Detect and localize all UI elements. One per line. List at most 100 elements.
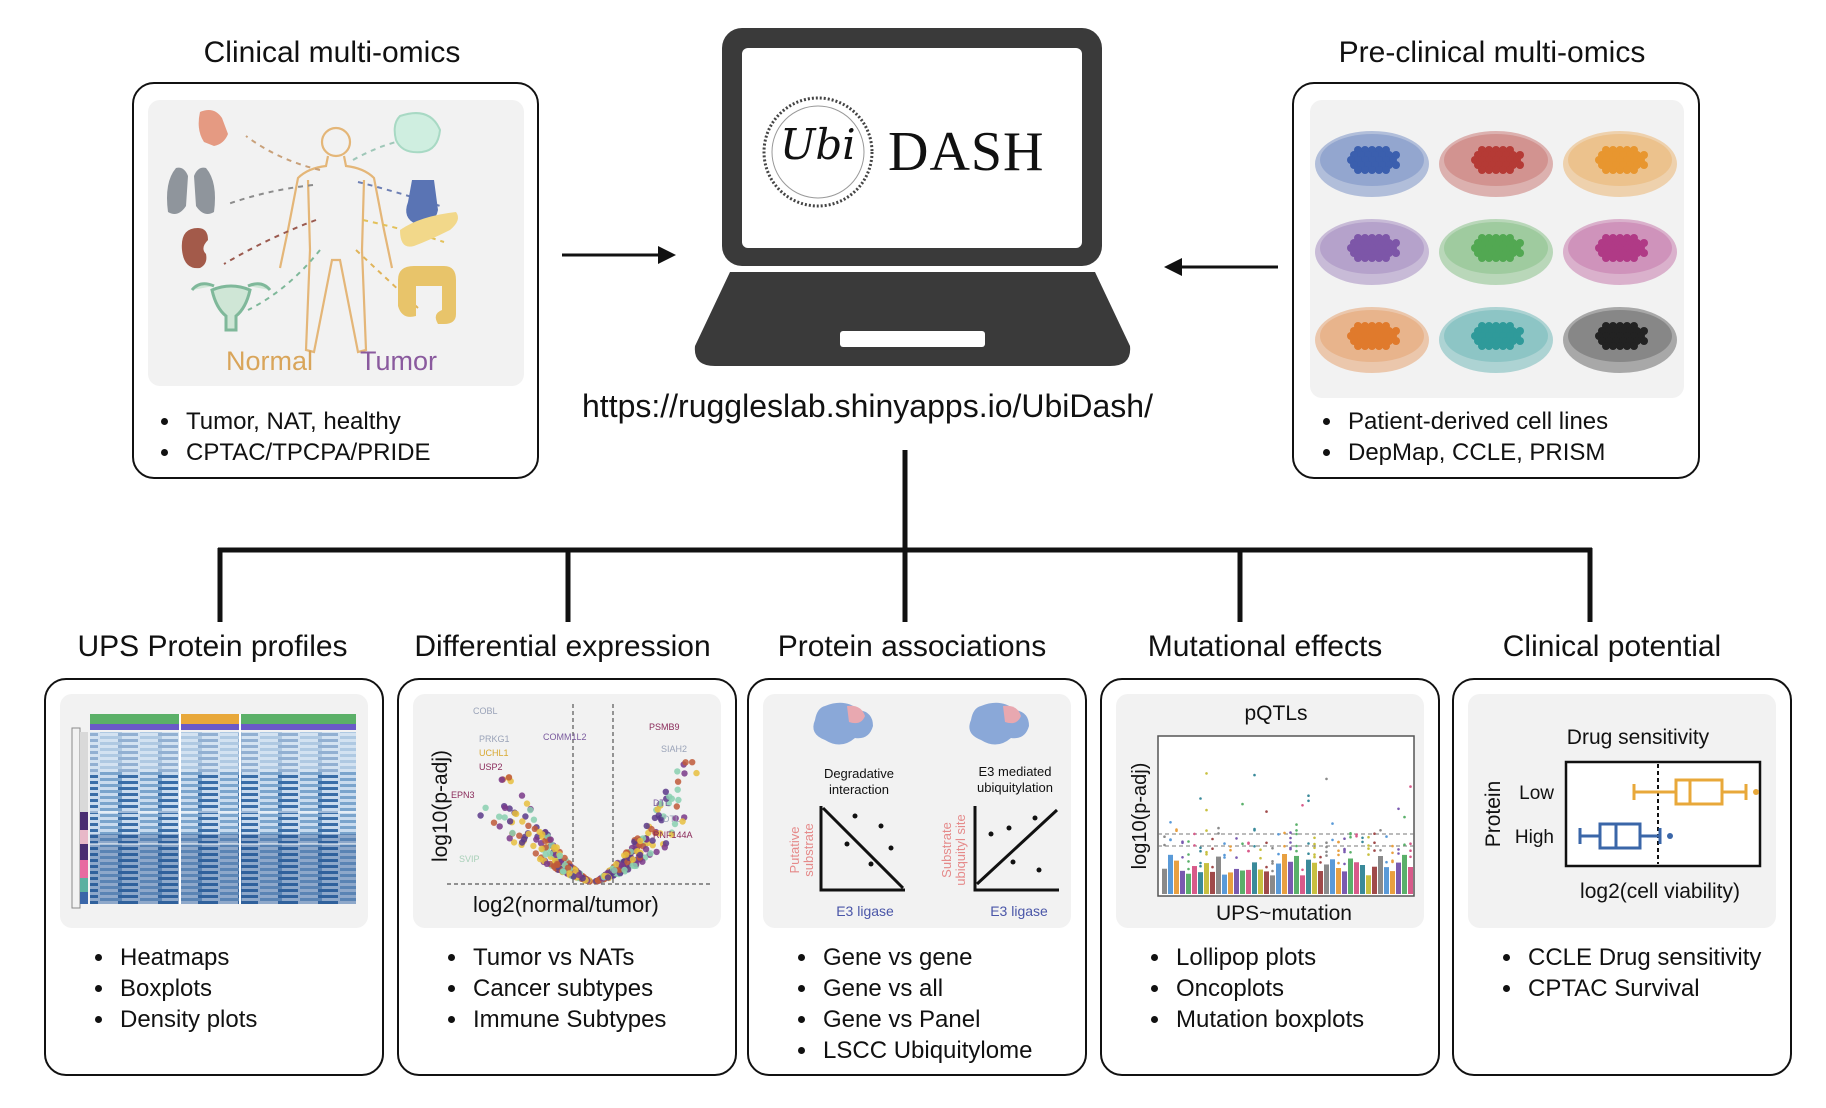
list-item: Mutation boxplots bbox=[1172, 1004, 1364, 1035]
pqtl-point bbox=[1337, 853, 1340, 857]
volcano-point bbox=[519, 818, 526, 825]
list-item: Immune Subtypes bbox=[469, 1004, 666, 1035]
pqtl-point bbox=[1307, 799, 1310, 803]
pancreas-icon bbox=[400, 212, 458, 247]
volcano-point bbox=[604, 874, 612, 881]
pqtl-bar bbox=[1192, 866, 1197, 894]
pqtl-point bbox=[1313, 846, 1316, 850]
volcano-point bbox=[564, 864, 572, 871]
pqtl-bar bbox=[1276, 863, 1281, 894]
pqtl-point bbox=[1313, 853, 1316, 856]
pqtl-point bbox=[1289, 836, 1292, 840]
volcano-point bbox=[629, 856, 637, 863]
pqtl-point bbox=[1391, 860, 1394, 864]
pqtl-point bbox=[1211, 865, 1214, 869]
volcano-point bbox=[681, 770, 688, 777]
assoc-left-caption: interaction bbox=[829, 782, 889, 797]
gene-label: EPN3 bbox=[451, 790, 475, 800]
pqtl-point bbox=[1265, 810, 1268, 813]
pqtl-point bbox=[1295, 829, 1298, 832]
volcano-point bbox=[636, 851, 644, 859]
list-item: Gene vs Panel bbox=[819, 1004, 1032, 1035]
volcano-point bbox=[510, 839, 518, 846]
volcano-point bbox=[498, 776, 505, 783]
pqtl-bar bbox=[1168, 854, 1173, 894]
pqtl-point bbox=[1325, 841, 1328, 844]
petri-dish-icon bbox=[1315, 307, 1429, 373]
volcano-point bbox=[642, 846, 650, 853]
gene-label: RNF144A bbox=[653, 830, 693, 840]
pqtl-bar bbox=[1270, 875, 1275, 894]
volcano-point bbox=[501, 814, 508, 821]
list-item: Gene vs all bbox=[819, 973, 1032, 1004]
pqtl-point bbox=[1355, 835, 1358, 838]
pqtl-point bbox=[1349, 832, 1352, 835]
list-item: LSCC Ubiquitylome bbox=[819, 1035, 1032, 1066]
pqtl-bar bbox=[1360, 865, 1365, 894]
pqtl-point bbox=[1307, 852, 1310, 855]
pqtl-point bbox=[1235, 856, 1238, 859]
pqtl-point bbox=[1373, 849, 1376, 852]
heatmap-chart bbox=[71, 714, 356, 909]
pqtl-point bbox=[1319, 861, 1322, 864]
pqtl-point bbox=[1343, 862, 1346, 866]
pqtl-point bbox=[1199, 846, 1202, 850]
list-item: Oncoplots bbox=[1172, 973, 1364, 1004]
assoc-right-xlabel: E3 ligase bbox=[990, 903, 1048, 919]
clinical-title: Clinical multi-omics bbox=[203, 36, 461, 69]
volcano-point bbox=[666, 793, 673, 800]
volcano-point bbox=[657, 800, 664, 807]
pqtl-bar bbox=[1348, 858, 1353, 894]
pqtl-bar bbox=[1288, 861, 1293, 894]
pqtl-point bbox=[1385, 835, 1388, 838]
pqtl-bar bbox=[1240, 870, 1245, 894]
volcano-point bbox=[672, 815, 679, 822]
ubidash-url: https://ruggleslab.shinyapps.io/UbiDash/ bbox=[582, 388, 1153, 424]
volcano-point bbox=[531, 825, 538, 832]
pqtl-point bbox=[1253, 845, 1256, 848]
volcano-point bbox=[538, 845, 545, 852]
pqtl-point bbox=[1343, 850, 1346, 854]
pqtl-point bbox=[1313, 855, 1316, 859]
clinical-bullets: Tumor, NAT, healthy CPTAC/TPCPA/PRIDE bbox=[150, 406, 430, 468]
pqtl-point bbox=[1331, 838, 1334, 842]
pqtl-point bbox=[1193, 832, 1196, 836]
list-item: Lollipop plots bbox=[1172, 942, 1364, 973]
pqtl-point bbox=[1187, 867, 1190, 871]
volcano-point bbox=[520, 836, 528, 843]
assoc-right-ylabel: ubiquityl site bbox=[953, 814, 968, 886]
pqtl-point bbox=[1325, 854, 1328, 857]
protein-complex-icon bbox=[969, 702, 1029, 745]
drug-ylabel: Protein bbox=[1482, 781, 1505, 848]
volcano-point bbox=[506, 818, 514, 825]
pqtl-bar bbox=[1354, 862, 1359, 894]
ubi-logo-script: Ubi bbox=[780, 120, 856, 169]
pqtl-point bbox=[1367, 853, 1370, 856]
pqtl-point bbox=[1301, 868, 1304, 872]
petri-dish-icon bbox=[1563, 307, 1677, 373]
pqtl-point bbox=[1223, 853, 1226, 857]
gene-label: SVIP bbox=[459, 854, 480, 864]
list-item: Patient-derived cell lines bbox=[1344, 406, 1608, 437]
pqtl-bar bbox=[1318, 871, 1323, 894]
pqtl-bar bbox=[1180, 870, 1185, 894]
drug-sensitivity-plot: Drug sensitivity Low High Protein bbox=[1482, 726, 1762, 903]
pqtl-point bbox=[1337, 840, 1340, 844]
volcano-point bbox=[656, 830, 664, 837]
pqtl-point bbox=[1289, 846, 1292, 850]
volcano-plot: COBL PRKG1 UCHL1 USP2 EPN3 SVIP COMM1L2 … bbox=[447, 704, 713, 885]
pqtl-point bbox=[1295, 849, 1298, 853]
petri-dishes bbox=[1315, 131, 1677, 373]
volcano-point bbox=[651, 814, 659, 822]
panel-assoc-box: Degradative interaction E3 mediated ubiq… bbox=[747, 678, 1087, 1076]
pqtl-point bbox=[1187, 853, 1190, 856]
row-low-label: Low bbox=[1519, 783, 1554, 804]
assoc-left-xlabel: E3 ligase bbox=[836, 903, 894, 919]
volcano-point bbox=[530, 816, 538, 823]
volcano-point bbox=[637, 837, 644, 845]
list-item: Gene vs gene bbox=[819, 942, 1032, 973]
volcano-point bbox=[523, 800, 531, 807]
pqtl-bar bbox=[1300, 875, 1305, 894]
volcano-point bbox=[649, 837, 656, 844]
pqtl-point bbox=[1205, 808, 1208, 812]
